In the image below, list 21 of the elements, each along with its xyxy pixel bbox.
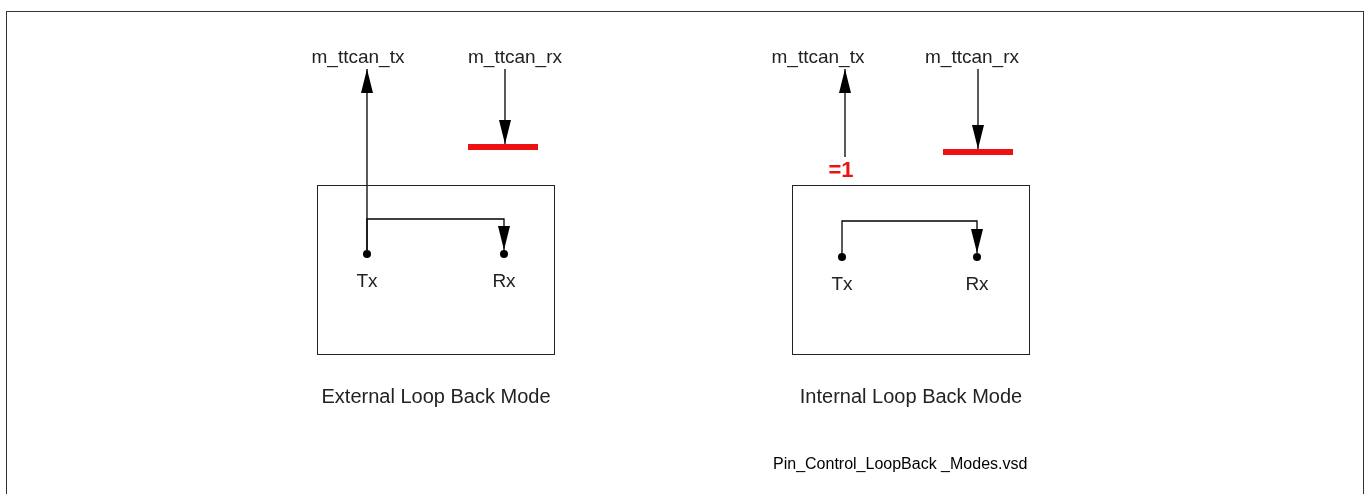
mode-caption: Internal Loop Back Mode: [798, 385, 1024, 408]
pin-label: Tx: [830, 273, 854, 295]
arrow: [499, 68, 511, 145]
logic-label: =1: [822, 157, 860, 183]
arrow: [839, 68, 851, 158]
pin-label: Rx: [964, 273, 990, 295]
mode-caption: External Loop Back Mode: [320, 385, 552, 408]
signal-bar: [943, 149, 1013, 155]
pin-label: Rx: [491, 270, 517, 292]
block-box: [792, 185, 1030, 355]
arrow: [841, 220, 983, 254]
pin-label: Tx: [355, 270, 379, 292]
signal-label: m_ttcan_tx: [758, 45, 878, 69]
signal-bar: [468, 144, 538, 150]
arrow: [366, 218, 510, 251]
arrow: [972, 68, 984, 150]
block-box: [317, 185, 555, 355]
signal-label: m_ttcan_rx: [455, 45, 575, 69]
signal-label: m_ttcan_tx: [298, 45, 418, 69]
file-name-note: Pin_Control_LoopBack _Modes.vsd: [773, 455, 1028, 473]
signal-label: m_ttcan_rx: [912, 45, 1032, 69]
